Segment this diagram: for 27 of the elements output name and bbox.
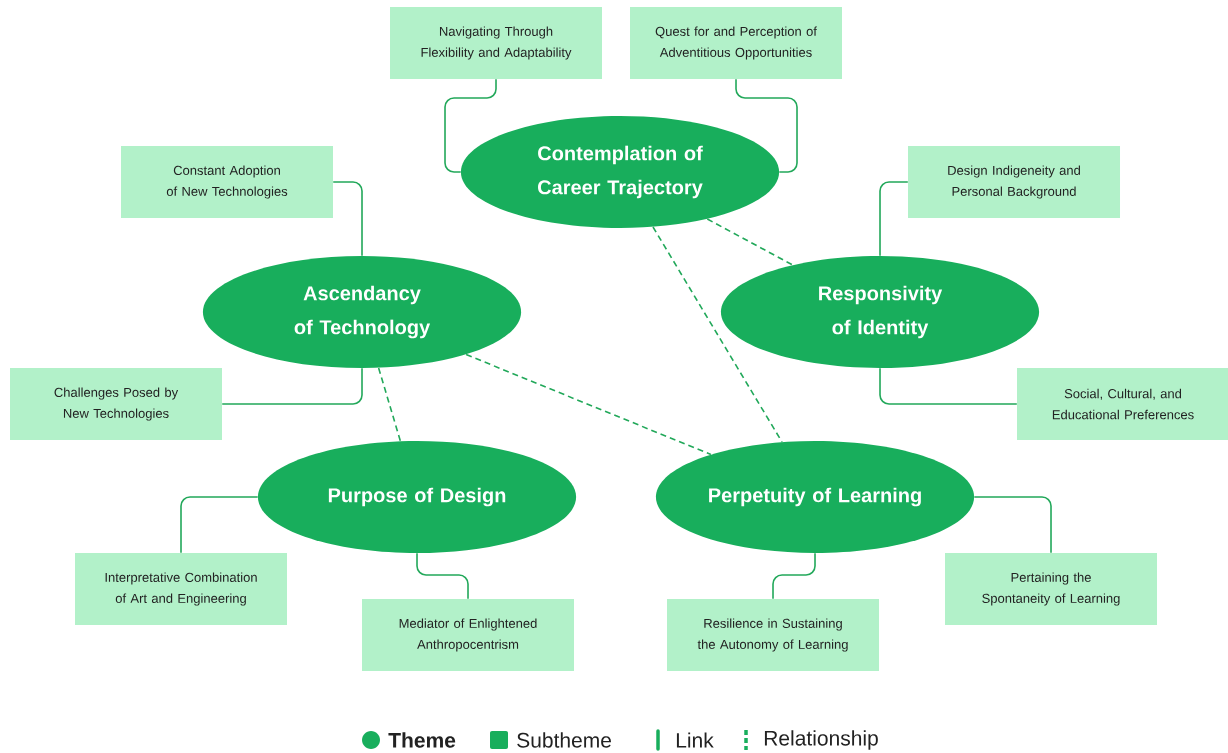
legend-label: Link bbox=[676, 732, 714, 748]
link-line bbox=[180, 496, 259, 554]
link-line bbox=[772, 552, 816, 600]
link-line bbox=[221, 367, 363, 405]
relationship-line bbox=[377, 367, 402, 442]
subtheme-box: Challenges Posed by New Technologies bbox=[10, 368, 222, 440]
link-line bbox=[973, 496, 1052, 554]
link-line bbox=[879, 181, 909, 257]
relationship-line bbox=[706, 218, 794, 266]
relationship-line bbox=[465, 353, 712, 456]
legend-label: Theme bbox=[388, 732, 456, 748]
legend-label: Relationship bbox=[764, 730, 878, 750]
link-line bbox=[332, 181, 363, 257]
subtheme-box: Navigating Through Flexibility and Adaptability bbox=[390, 7, 602, 79]
subtheme-box: Interpretative Combination of Art and Engineering bbox=[75, 553, 287, 625]
subtheme-box: Pertaining the Spontaneity of Learning bbox=[945, 553, 1157, 625]
subtheme-box: Quest for and Perception of Adventitious Opportunities bbox=[630, 7, 842, 79]
subtheme-box: Mediator of Enlightened Anthropocentrism bbox=[362, 599, 574, 671]
subtheme-box: Constant Adoption of New Technologies bbox=[121, 146, 333, 218]
subtheme-box: Design Indigeneity and Personal Background bbox=[908, 146, 1120, 218]
legend-label: Subtheme bbox=[517, 732, 611, 748]
link-line bbox=[879, 367, 1018, 405]
link-line bbox=[735, 78, 798, 173]
relationship-line bbox=[652, 226, 783, 443]
link-line bbox=[416, 552, 469, 600]
subtheme-box: Resilience in Sustaining the Autonomy of Learning bbox=[667, 599, 879, 671]
subtheme-box: Social, Cultural, and Educational Preferences bbox=[1017, 368, 1228, 440]
